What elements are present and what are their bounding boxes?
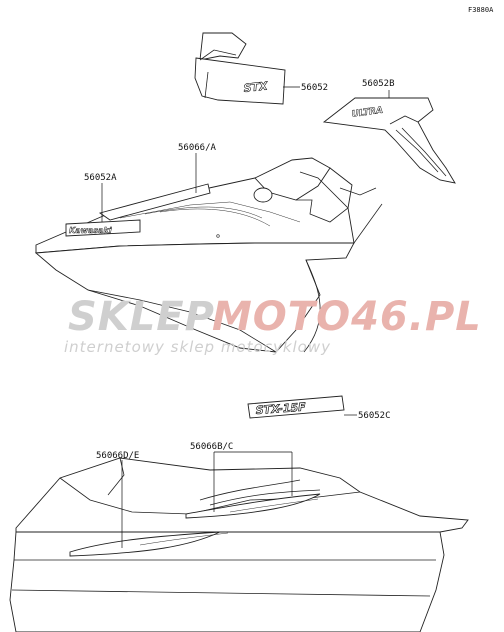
watermark-brand-right: MOTO46.PL [212,294,482,340]
hull-hatch [253,187,273,203]
callout-56052C[interactable]: 56052C [358,411,391,421]
decal-text-stx-15f: STX-15F [255,401,306,417]
callout-56066BC[interactable]: 56066B/C [190,442,233,452]
watermark: SKLEP MOTO46.PL internetowy sklep motocy… [64,294,482,356]
reference-code: F3880A [468,6,494,14]
callout-56052[interactable]: 56052 [301,83,328,93]
decal-56052B-piece: ULTRA [322,97,456,184]
callout-56066A[interactable]: 56066/A [178,143,217,153]
watermark-brand-left: SKLEP [68,294,215,340]
decal-text-stx: STX [243,80,269,95]
callout-56066DE[interactable]: 56066D/E [96,451,139,461]
callout-56052B[interactable]: 56052B [362,79,395,89]
hull-upper-assembly: Kawasaki [34,157,383,353]
watermark-tagline: internetowy sklep motocyklowy [64,338,331,356]
decal-text-ultra: ULTRA [351,106,384,120]
decal-text-kawasaki: Kawasaki [69,226,112,235]
decal-56052C-piece: STX-15F [247,395,345,419]
hull-lower-assembly [9,457,469,632]
decal-56052-piece: STX [194,32,286,105]
callout-56052A[interactable]: 56052A [84,173,117,183]
